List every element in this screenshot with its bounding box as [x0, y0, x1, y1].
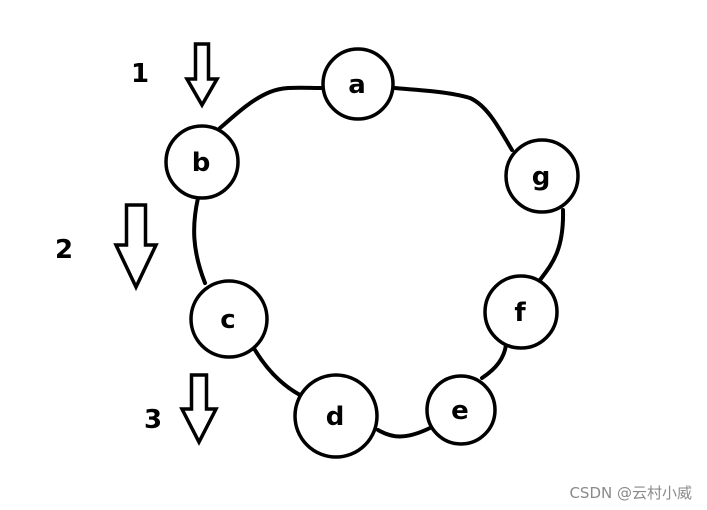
node-label-a: a: [348, 70, 366, 100]
down-arrow-icon: [113, 203, 159, 292]
edge-b-c: [192, 196, 207, 285]
edge-f-g: [538, 208, 566, 282]
node-label-b: b: [192, 148, 211, 178]
node-d: d: [293, 373, 379, 459]
edge-d-e: [376, 426, 432, 439]
node-circle-e: [425, 374, 497, 446]
node-circle-a: [321, 47, 395, 121]
edge-g-a: [392, 86, 514, 152]
edges: [192, 85, 566, 439]
node-circle-f: [483, 274, 559, 350]
step-arrows: [113, 42, 221, 446]
node-b: b: [164, 124, 240, 200]
node-label-f: f: [514, 298, 526, 328]
step-label-1: 1: [131, 59, 149, 89]
edge-c-d: [253, 348, 302, 397]
node-circle-c: [189, 279, 269, 359]
node-c: c: [189, 279, 269, 359]
node-circle-b: [164, 124, 240, 200]
step-label-2: 2: [55, 235, 73, 265]
node-a: a: [321, 47, 395, 121]
node-label-e: e: [451, 396, 469, 426]
nodes: a b c d e f g: [164, 47, 580, 459]
step-labels: 1 2 3: [55, 59, 162, 435]
watermark: CSDN @云村小威: [569, 484, 692, 502]
node-e: e: [425, 374, 497, 446]
down-arrow-icon: [183, 42, 221, 109]
step-label-3: 3: [144, 405, 162, 435]
node-label-d: d: [326, 402, 345, 432]
down-arrow-icon: [179, 373, 219, 446]
node-label-g: g: [532, 162, 551, 192]
node-label-c: c: [220, 305, 235, 335]
edge-a-b: [218, 85, 328, 130]
node-f: f: [483, 274, 559, 350]
node-circle-d: [293, 373, 379, 459]
node-g: g: [504, 138, 580, 214]
node-circle-g: [504, 138, 580, 214]
edge-e-f: [480, 343, 508, 380]
